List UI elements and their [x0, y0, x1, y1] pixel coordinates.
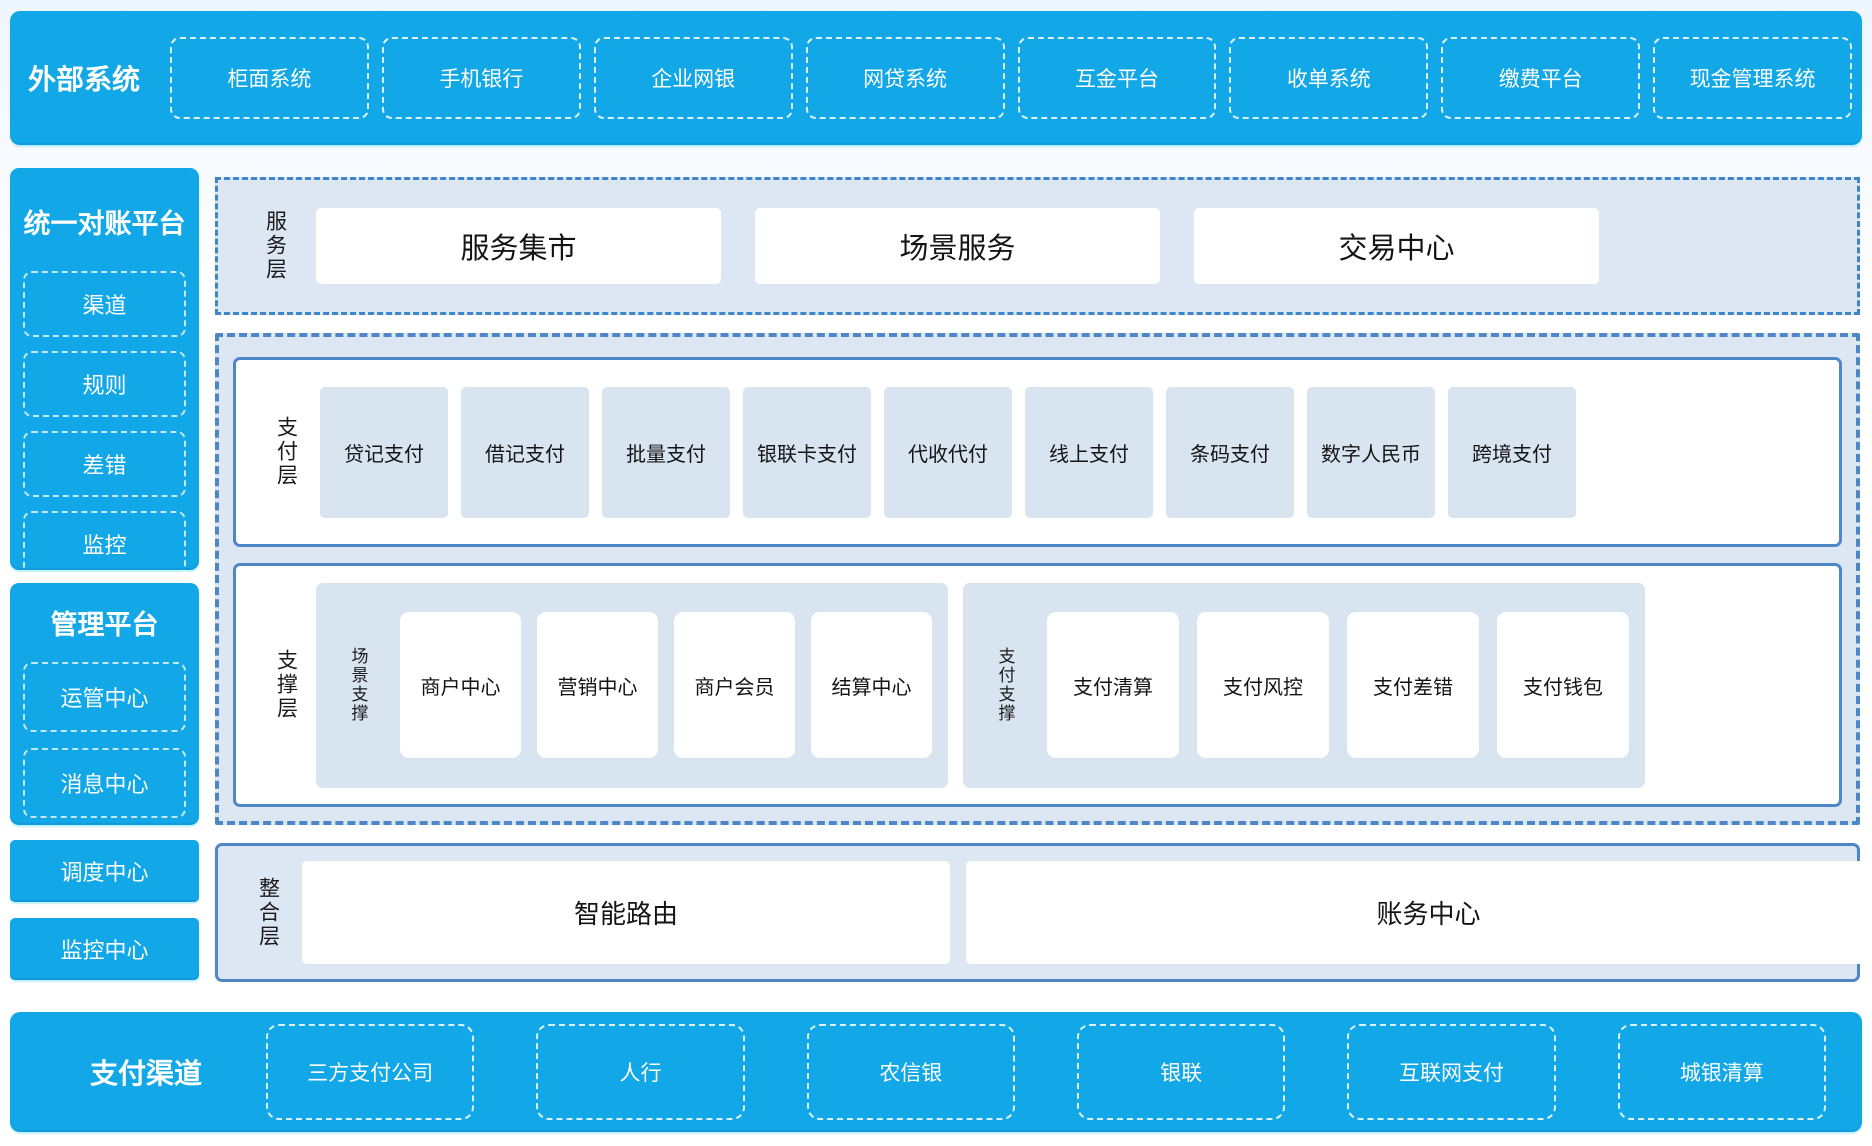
core-layers-wrapper: 支付层 贷记支付 借记支付 批量支付 银联卡支付 代收代付 线上支付 条码支付	[215, 333, 1860, 825]
payment-support-node: 支付差错	[1347, 612, 1479, 758]
integration-layer-label: 整合层	[256, 876, 280, 949]
management-platform-title: 管理平台	[50, 610, 159, 640]
external-systems-items: 柜面系统 手机银行 企业网银 网贷系统 互金平台 收单系统 缴费平台 现金管理系…	[170, 37, 1852, 119]
payment-support-group: 支付支撑 支付清算 支付风控 支付差错 支付钱包	[963, 582, 1645, 788]
external-system-node: 企业网银	[593, 37, 793, 119]
management-node: 消息中心	[23, 748, 186, 818]
external-system-node: 现金管理系统	[1653, 37, 1852, 119]
payment-node: 跨境支付	[1448, 386, 1576, 518]
payment-support-node: 支付钱包	[1497, 612, 1629, 758]
scene-support-items: 商户中心 营销中心 商户会员 结算中心	[400, 612, 932, 758]
external-system-node: 手机银行	[381, 37, 581, 119]
external-system-node: 互金平台	[1017, 37, 1217, 119]
integration-layer-items: 智能路由 账务中心	[302, 861, 1872, 964]
payment-channels-title: 支付渠道	[89, 1058, 202, 1089]
payment-layer-label: 支付层	[274, 416, 298, 488]
payment-channel-node: 三方支付公司	[266, 1024, 475, 1120]
reconciliation-node: 差错	[23, 431, 186, 497]
reconciliation-items: 渠道 规则 差错 监控	[23, 271, 186, 577]
smart-routing-node: 智能路由	[302, 861, 950, 964]
management-items: 运管中心 消息中心	[23, 662, 186, 818]
payment-support-node: 支付清算	[1047, 612, 1179, 758]
integration-layer-panel: 整合层 智能路由 账务中心	[215, 843, 1872, 982]
scene-support-node: 结算中心	[811, 612, 932, 758]
payment-node: 数字人民币	[1307, 386, 1435, 518]
scene-support-label: 场景支撑	[348, 647, 368, 723]
payment-node: 银联卡支付	[743, 386, 871, 518]
service-node: 交易中心	[1194, 208, 1599, 284]
management-platform-panel: 管理平台 运管中心 消息中心	[10, 583, 199, 825]
payment-node: 贷记支付	[320, 386, 448, 518]
service-layer-items: 服务集市 场景服务 交易中心	[316, 208, 1599, 284]
reconciliation-platform-title: 统一对账平台	[23, 209, 186, 239]
external-system-node: 柜面系统	[170, 37, 369, 119]
accounting-center-node: 账务中心	[966, 861, 1872, 964]
scheduling-center-node: 调度中心	[10, 840, 199, 902]
external-system-node: 网贷系统	[805, 37, 1005, 119]
payment-support-items: 支付清算 支付风控 支付差错 支付钱包	[1047, 612, 1629, 758]
payment-channels-bar: 支付渠道 三方支付公司 人行 农信银 银联 互联网支付 城银清算	[10, 1012, 1862, 1132]
payment-support-node: 支付风控	[1197, 612, 1329, 758]
reconciliation-node: 监控	[23, 511, 186, 577]
service-layer-panel: 服务层 服务集市 场景服务 交易中心	[215, 177, 1860, 315]
payment-channel-node: 银联	[1076, 1024, 1286, 1120]
external-systems-bar: 外部系统 柜面系统 手机银行 企业网银 网贷系统 互金平台 收单系统 缴费平台 …	[10, 11, 1862, 145]
scene-support-node: 商户中心	[400, 612, 521, 758]
payment-node: 借记支付	[461, 386, 589, 518]
external-systems-title: 外部系统	[28, 64, 141, 95]
management-node: 运管中心	[23, 662, 186, 732]
external-system-node: 收单系统	[1229, 37, 1429, 119]
payment-support-label: 支付支撑	[995, 647, 1015, 723]
support-layer-groups: 场景支撑 商户中心 营销中心 商户会员 结算中心 支付支撑	[316, 582, 1645, 788]
support-layer-panel: 支撑层 场景支撑 商户中心 营销中心 商户会员 结算中心	[233, 563, 1842, 807]
external-system-node: 缴费平台	[1441, 37, 1641, 119]
reconciliation-platform-panel: 统一对账平台 渠道 规则 差错 监控	[10, 168, 199, 577]
reconciliation-node: 渠道	[23, 271, 186, 337]
payment-node: 代收代付	[884, 386, 1012, 518]
payment-node: 线上支付	[1025, 386, 1153, 518]
payment-channel-node: 人行	[536, 1024, 745, 1120]
payment-node: 条码支付	[1166, 386, 1294, 518]
scene-support-node: 商户会员	[674, 612, 795, 758]
payment-channel-node: 农信银	[806, 1024, 1015, 1120]
payment-layer-panel: 支付层 贷记支付 借记支付 批量支付 银联卡支付 代收代付 线上支付 条码支付	[233, 357, 1842, 547]
payment-channel-node: 城银清算	[1617, 1024, 1826, 1120]
support-layer-label: 支撑层	[274, 649, 298, 721]
service-node: 服务集市	[316, 208, 721, 284]
monitoring-center-node: 监控中心	[10, 918, 199, 980]
scene-support-group: 场景支撑 商户中心 营销中心 商户会员 结算中心	[316, 582, 948, 788]
payment-channels-items: 三方支付公司 人行 农信银 银联 互联网支付 城银清算	[252, 1024, 1840, 1120]
payment-layer-items: 贷记支付 借记支付 批量支付 银联卡支付 代收代付 线上支付 条码支付 数字人民…	[320, 386, 1576, 518]
payment-channel-node: 互联网支付	[1347, 1024, 1556, 1120]
payment-node: 批量支付	[602, 386, 730, 518]
scene-support-node: 营销中心	[537, 612, 658, 758]
service-node: 场景服务	[755, 208, 1160, 284]
reconciliation-node: 规则	[23, 351, 186, 417]
service-layer-label: 服务层	[263, 210, 287, 282]
